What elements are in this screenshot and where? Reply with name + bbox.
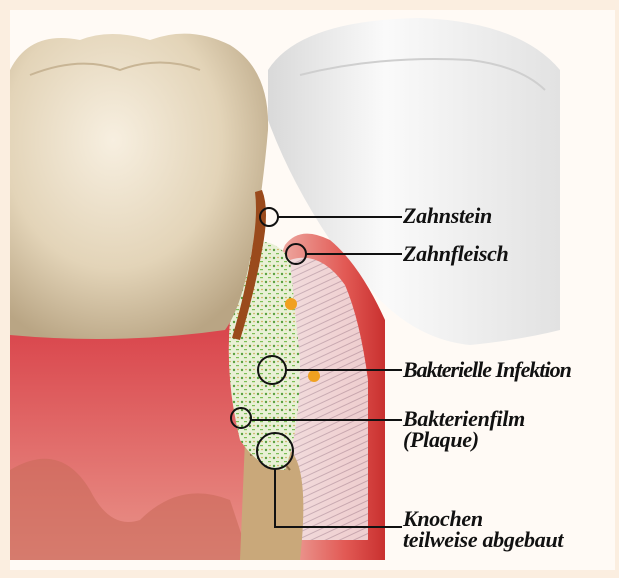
label-bakterielle-infektion: Bakterielle Infektion [403, 359, 571, 380]
main-tooth [10, 34, 268, 339]
infection-spot [308, 370, 320, 382]
label-bakterienfilm: Bakterienfilm [403, 408, 525, 429]
label-zahnfleisch: Zahnfleisch [403, 243, 509, 264]
infection-spot [285, 298, 297, 310]
label-plaque: (Plaque) [403, 429, 479, 450]
label-knochen: Knochen [403, 508, 483, 529]
label-teilweise-abgebaut: teilweise abgebaut [403, 529, 563, 550]
label-zahnstein: Zahnstein [403, 205, 492, 226]
